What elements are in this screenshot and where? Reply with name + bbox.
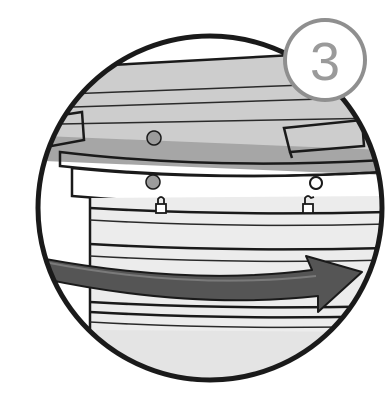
step-number: 3 — [310, 32, 340, 92]
lock-indicator-dot — [310, 177, 322, 189]
step-badge: 3 — [285, 20, 365, 100]
lid-marker-dot — [147, 131, 161, 145]
unlock-indicator-dot — [146, 175, 160, 189]
